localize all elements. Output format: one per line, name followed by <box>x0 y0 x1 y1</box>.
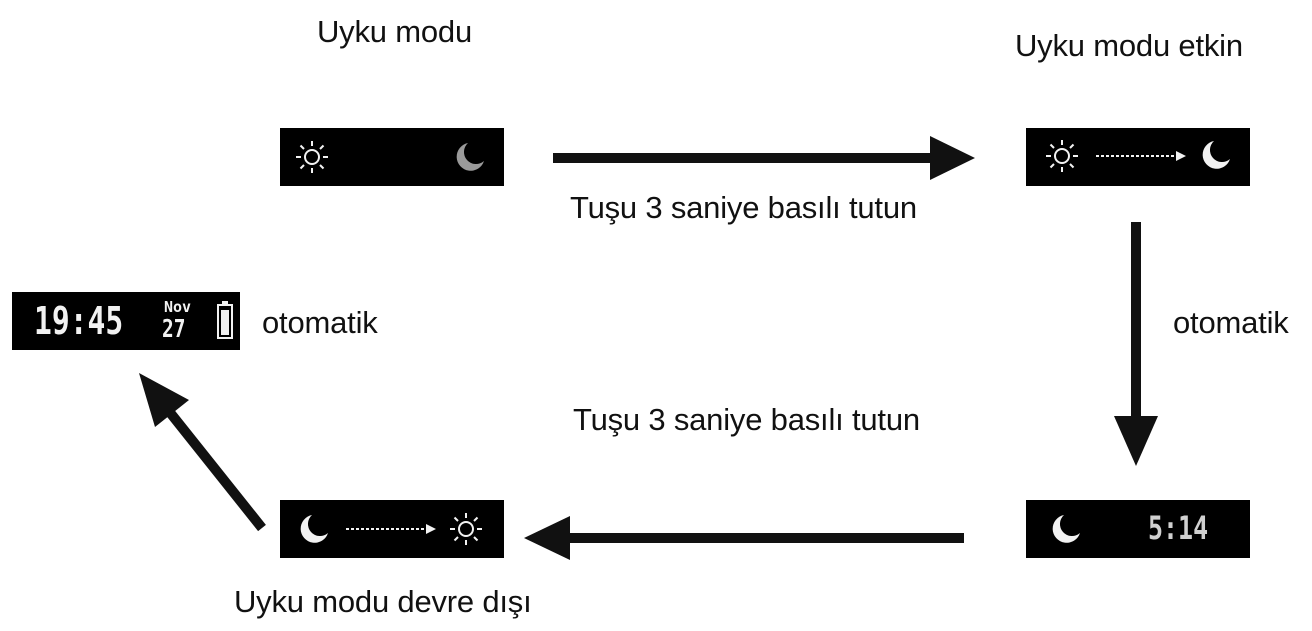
dotted-arrow-icon <box>346 524 436 534</box>
clock-month: Nov <box>164 298 192 316</box>
moon-icon <box>1052 515 1080 543</box>
label-hold-button-bottom: Tuşu 3 saniye basılı tutun <box>573 402 920 437</box>
screen-sleep-mode-off <box>280 500 504 558</box>
label-sleep-mode: Uyku modu <box>317 14 472 49</box>
moon-icon <box>456 143 484 171</box>
arrow-right <box>553 136 975 180</box>
clock-time: 19:45 <box>34 299 124 343</box>
screen-sleep-active-graphics <box>1046 140 1230 172</box>
screen-sleep-mode-active <box>1026 128 1250 186</box>
moon-icon <box>300 515 328 543</box>
arrow-up-left <box>139 373 266 532</box>
clock-day: 27 <box>162 314 186 343</box>
sleep-time: 5:14 <box>1148 509 1209 547</box>
sun-icon <box>1046 140 1078 172</box>
screen-sleep-time: 5:14 <box>1026 500 1250 558</box>
screen-clock-graphics <box>217 301 233 339</box>
dotted-arrow-icon <box>1096 151 1186 161</box>
label-hold-button-top: Tuşu 3 saniye basılı tutun <box>570 190 917 225</box>
screen-sleep-mode <box>280 128 504 186</box>
label-automatic-right: otomatik <box>1173 305 1289 340</box>
screen-sleep-off-graphics <box>300 513 482 545</box>
arrow-left <box>524 516 964 560</box>
arrow-down <box>1114 222 1158 466</box>
label-sleep-mode-active: Uyku modu etkin <box>1015 28 1243 63</box>
sun-icon <box>296 141 328 173</box>
sun-icon <box>450 513 482 545</box>
battery-icon <box>217 301 233 339</box>
label-automatic-left: otomatik <box>262 305 378 340</box>
moon-icon <box>1202 141 1230 169</box>
screen-sleep-time-graphics <box>1052 515 1080 543</box>
screen-clock: 19:45 Nov 27 <box>12 292 240 350</box>
label-sleep-mode-off: Uyku modu devre dışı <box>234 584 532 619</box>
screen-sleep-mode-graphics <box>296 141 484 173</box>
